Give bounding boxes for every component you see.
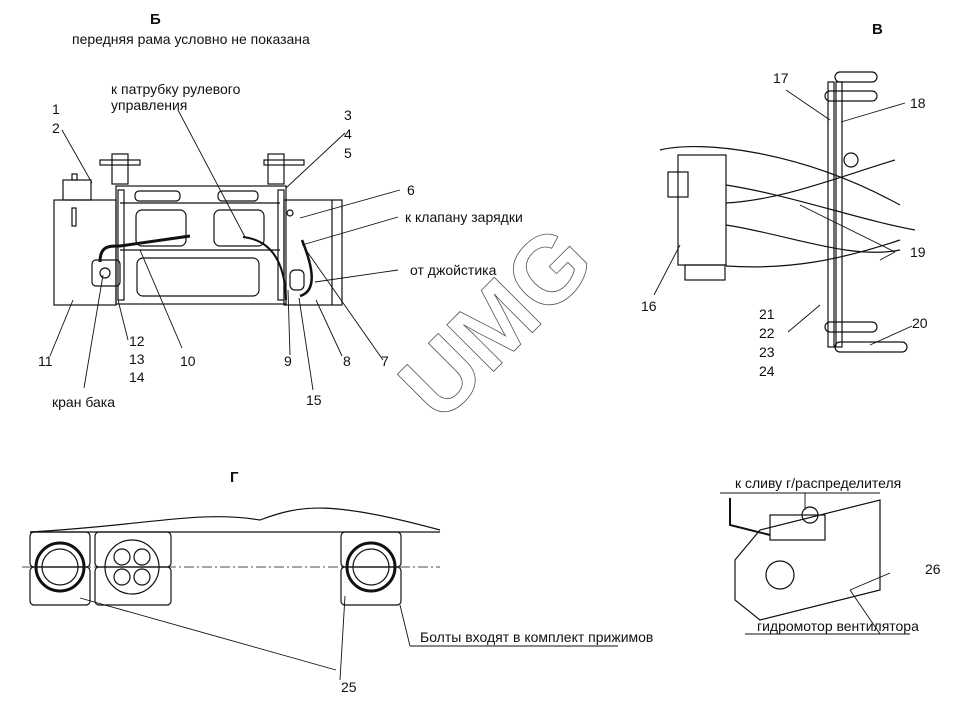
callout-tank-valve: кран бака xyxy=(52,394,116,410)
part-number-12: 12 xyxy=(129,333,145,349)
part-number-5: 5 xyxy=(344,145,352,161)
part-number-14: 14 xyxy=(129,369,145,385)
view-g-title: Г xyxy=(230,469,239,486)
part-number-8: 8 xyxy=(343,353,351,369)
part-number-11: 11 xyxy=(38,353,53,369)
part-number-24: 24 xyxy=(759,363,775,379)
view-v-leaders xyxy=(653,89,913,346)
part-number-13: 13 xyxy=(129,351,145,367)
view-b-tank-assembly xyxy=(53,153,343,306)
part-number-6: 6 xyxy=(407,182,415,198)
part-number-2: 2 xyxy=(52,120,60,136)
part-number-19: 19 xyxy=(910,244,926,260)
part-number-7: 7 xyxy=(381,353,389,369)
callout-steering-line2: управления xyxy=(111,97,188,113)
part-number-9: 9 xyxy=(284,353,292,369)
part-number-23: 23 xyxy=(759,344,775,360)
view-b-leaders xyxy=(49,109,401,391)
view-b-subtitle: передняя рама условно не показана xyxy=(72,31,310,47)
callout-fan-motor: гидромотор вентилятора xyxy=(757,618,919,634)
part-number-18: 18 xyxy=(910,95,926,111)
part-number-3: 3 xyxy=(344,107,352,123)
part-number-10: 10 xyxy=(180,353,196,369)
part-number-20: 20 xyxy=(912,315,928,331)
view-v-title: В xyxy=(872,21,883,38)
bolts-note: Болты входят в комплект прижимов xyxy=(420,629,654,645)
callout-charge-valve: к клапану зарядки xyxy=(405,209,523,225)
fan-motor-assembly xyxy=(720,492,910,635)
part-number-15: 15 xyxy=(306,392,322,408)
part-number-22: 22 xyxy=(759,325,775,341)
callout-joystick: от джойстика xyxy=(410,262,497,278)
part-number-1: 1 xyxy=(52,101,60,117)
view-v-distributor xyxy=(659,71,916,353)
part-number-16: 16 xyxy=(641,298,657,314)
part-number-17: 17 xyxy=(773,70,789,86)
callout-drain: к сливу г/распределителя xyxy=(735,475,902,491)
view-b-title: Б xyxy=(150,11,161,28)
part-number-21: 21 xyxy=(759,306,775,322)
callout-steering-line1: к патрубку рулевого xyxy=(111,81,241,97)
watermark-umg: UMG xyxy=(379,206,613,440)
view-g-clamps xyxy=(22,507,618,681)
part-number-4: 4 xyxy=(344,126,352,142)
part-number-26: 26 xyxy=(925,561,941,577)
part-number-25: 25 xyxy=(341,679,357,695)
